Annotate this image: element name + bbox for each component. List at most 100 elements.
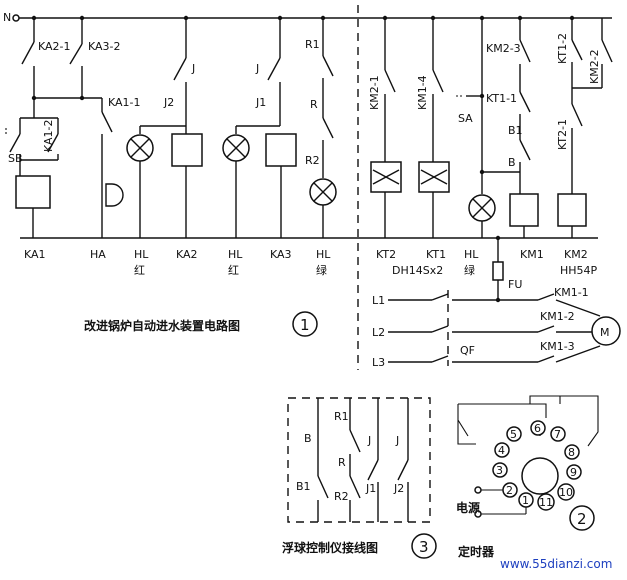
figure-number-2-circle	[569, 505, 595, 531]
terminal-n	[12, 14, 20, 22]
ka2-1-contact	[21, 41, 35, 65]
label-qf: QF	[460, 344, 475, 357]
label-f3-b1: B1	[296, 480, 311, 493]
caption-figure-2: 定时器	[458, 544, 495, 559]
label-f3-j2: J2	[393, 482, 404, 495]
figure-1-control-circuit: N KA2-1 KA3-2 KA1-1	[3, 5, 621, 370]
label-r: R	[310, 98, 318, 111]
pin-4: 4	[498, 444, 505, 457]
buzzer-ha	[105, 183, 124, 207]
figure-2-timer-socket: 2 3 4 5 6 7 8 9 10 11 1 电源 2 定时器	[456, 395, 599, 559]
label-f3-r2: R2	[334, 490, 349, 503]
contactor-coil-km1	[509, 193, 539, 227]
figure-number-1-circle	[292, 311, 318, 337]
label-j-b: J	[255, 62, 259, 75]
label-ka2: KA2	[176, 248, 198, 261]
label-b1: B1	[508, 124, 523, 137]
label-ka1: KA1	[24, 248, 46, 261]
label-l3: L3	[372, 356, 385, 369]
label-ka3: KA3	[270, 248, 292, 261]
kt1-2-contact	[571, 39, 583, 61]
caption-figure-1: 改进锅炉自动进水装置电路图	[84, 318, 240, 333]
pin-10: 10	[559, 486, 573, 499]
label-ha: HA	[90, 248, 106, 261]
label-f3-r: R	[338, 456, 346, 469]
label-hl-2: HL	[228, 248, 243, 261]
label-hong-2: 红	[228, 264, 239, 277]
label-f3-j1: J1	[365, 482, 376, 495]
label-kt1-1: KT1-1	[486, 92, 517, 105]
label-motor: M	[600, 326, 610, 339]
label-j2: J2	[163, 96, 174, 109]
km2-3-contact	[519, 39, 531, 63]
label-km1: KM1	[520, 248, 544, 261]
pin-5: 5	[510, 428, 517, 441]
ka1-1-contact	[101, 111, 113, 133]
relay-coil-ka3	[265, 133, 297, 167]
relay-coil-ka1	[15, 175, 51, 209]
timer-wiring-left	[457, 403, 547, 445]
label-f3-j-a: J	[367, 434, 371, 447]
timer-wiring-right	[529, 395, 599, 447]
label-l1: L1	[372, 294, 385, 307]
contactor-coil-km2	[557, 193, 587, 227]
power-terminal-a	[474, 486, 482, 494]
label-hong-1: 红	[134, 264, 145, 277]
label-fu: FU	[508, 278, 522, 291]
pin-6: 6	[534, 422, 541, 435]
motor-m	[591, 316, 621, 346]
label-km2-3: KM2-3	[486, 42, 521, 55]
r1-contact	[322, 55, 334, 77]
timer-socket-center	[521, 457, 559, 495]
label-sb: SB	[8, 152, 23, 165]
kt2-1-contact	[571, 103, 583, 127]
label-r2: R2	[305, 154, 320, 167]
label-sa: SA	[458, 112, 473, 125]
label-ka3-2: KA3-2	[88, 40, 121, 53]
ka1-2-contact	[47, 133, 59, 153]
caption-figure-3: 浮球控制仪接线图	[282, 540, 378, 555]
kt1-1-contact	[519, 91, 531, 113]
label-hh54p: HH54P	[560, 264, 598, 277]
label-km1-2: KM1-2	[540, 310, 575, 323]
km1-1-main-contact	[537, 293, 555, 301]
km2-1-contact	[384, 69, 396, 93]
label-km1-4: KM1-4	[416, 75, 429, 110]
label-kt2-1: KT2-1	[556, 119, 569, 150]
float-controller-outline	[287, 397, 431, 523]
label-l2: L2	[372, 326, 385, 339]
label-km2: KM2	[564, 248, 588, 261]
label-hl-1: HL	[134, 248, 149, 261]
label-km2-2: KM2-2	[588, 49, 601, 84]
label-ka1-1: KA1-1	[108, 96, 141, 109]
r-contact	[322, 117, 334, 139]
label-f3-b: B	[304, 432, 312, 445]
pin-3: 3	[496, 464, 503, 477]
km2-2-contact	[601, 39, 613, 63]
j-contact-a	[173, 57, 187, 81]
label-kt1: KT1	[426, 248, 446, 261]
km1-2-main-contact	[537, 325, 555, 333]
b1-contact	[519, 139, 531, 161]
label-f3-r1: R1	[334, 410, 349, 423]
label-km1-3: KM1-3	[540, 340, 575, 353]
label-r1: R1	[305, 38, 320, 51]
label-hl-3: HL	[316, 248, 331, 261]
label-lv-1: 绿	[316, 263, 327, 277]
relay-coil-ka2	[171, 133, 203, 167]
timer-pins: 2 3 4 5 6 7 8 9 10 11 1	[492, 420, 582, 511]
label-f3-j-b: J	[395, 434, 399, 447]
label-ka1-2: KA1-2	[42, 119, 55, 152]
km1-3-main-contact	[537, 355, 555, 363]
label-ka2-1: KA2-1	[38, 40, 71, 53]
label-power: 电源	[456, 500, 480, 515]
label-j-a: J	[191, 62, 195, 75]
j-contact-b	[267, 57, 281, 81]
pin-9: 9	[570, 466, 577, 479]
label-km2-1: KM2-1	[368, 75, 381, 110]
figure-3-float-control-wiring: B B1 R1 R R2 J J1 J J2 浮球控制仪接线图 3	[282, 397, 437, 559]
label-dh14sx2: DH14Sx2	[392, 264, 443, 277]
pin-7: 7	[554, 428, 561, 441]
label-b: B	[508, 156, 516, 169]
label-lv-2: 绿	[464, 263, 475, 277]
